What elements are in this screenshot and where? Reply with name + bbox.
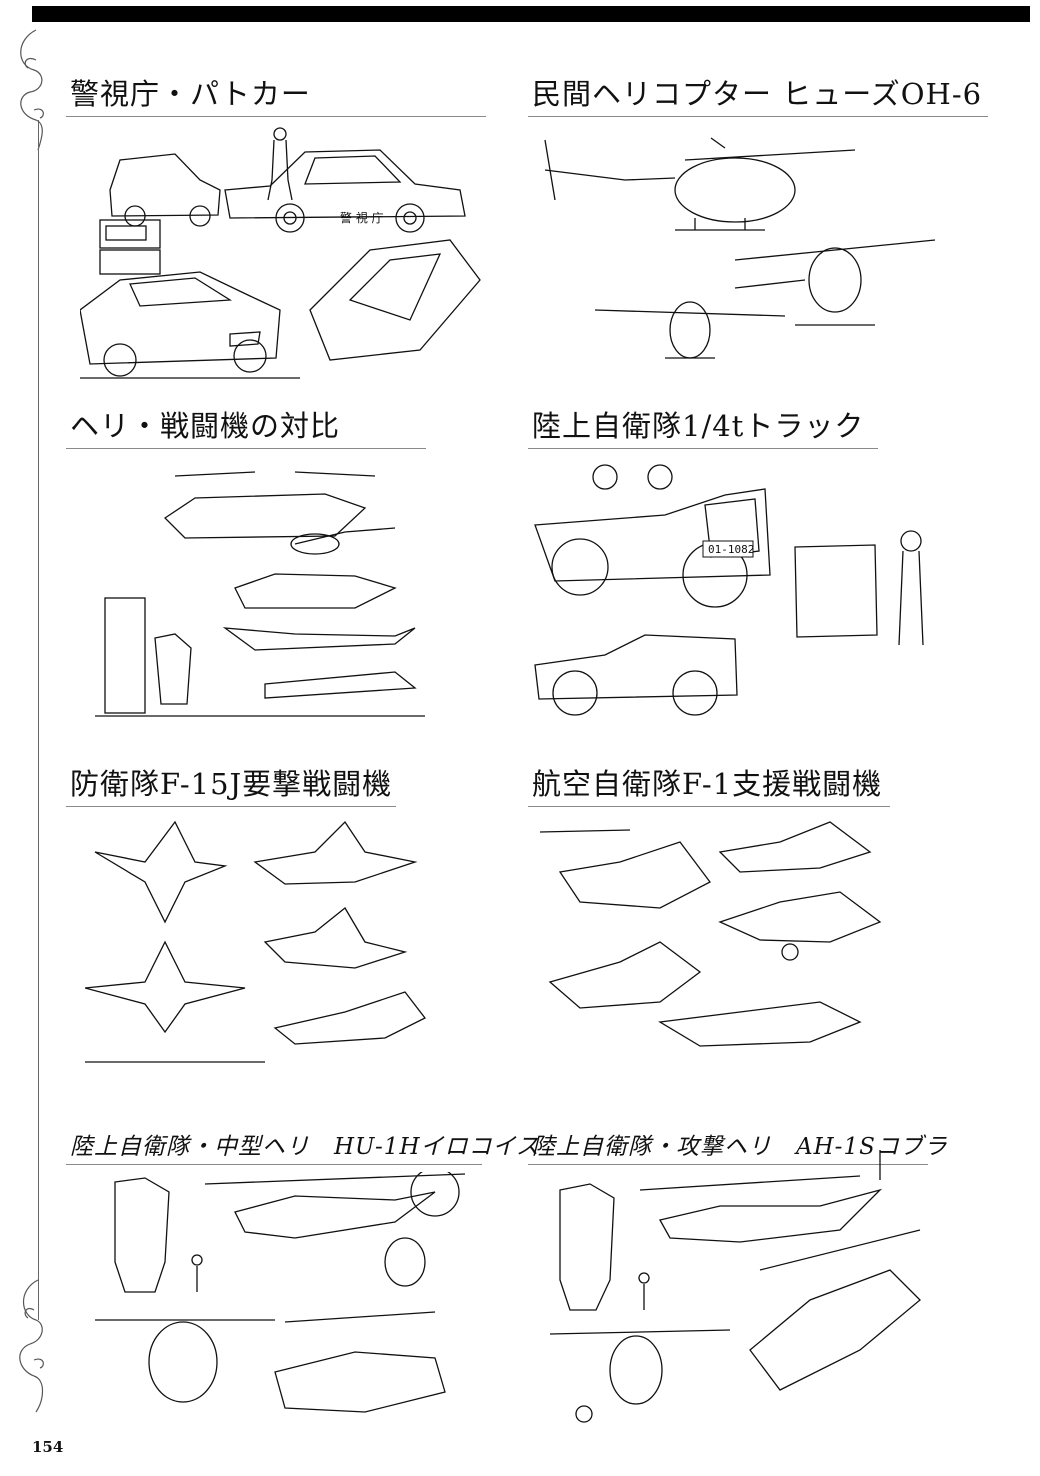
f15j-illustration bbox=[85, 812, 465, 1070]
f1-illustration bbox=[540, 812, 960, 1070]
top-black-bar bbox=[32, 6, 1030, 22]
vine-border-ornament bbox=[19, 29, 44, 1413]
title-underline bbox=[528, 806, 890, 807]
section-title-hu1h: 陸上自衛隊・中型ヘリ HU-1Hイロコイス bbox=[70, 1134, 540, 1160]
patrol-car-illustration: 警 視 庁 bbox=[80, 120, 490, 390]
section-title-quarter-ton-truck: 陸上自衛隊1/4tトラック bbox=[532, 409, 865, 443]
title-underline bbox=[528, 1164, 928, 1165]
border-line bbox=[38, 120, 39, 1320]
quarter-ton-truck-illustration: 01-1082 bbox=[525, 455, 965, 720]
title-underline bbox=[66, 448, 426, 449]
title-underline bbox=[66, 116, 486, 117]
section-title-ah1s: 陸上自衛隊・攻撃ヘリ AH-1Sコブラ bbox=[532, 1134, 948, 1160]
heli-fighter-comparison-illustration bbox=[95, 458, 425, 720]
section-title-patrol-car: 警視庁・パトカー bbox=[70, 77, 311, 111]
title-underline bbox=[66, 1164, 482, 1165]
hu1h-illustration bbox=[95, 1172, 475, 1432]
page-number: 154 bbox=[32, 1438, 64, 1456]
oh6-illustration bbox=[535, 120, 965, 365]
ah1s-illustration bbox=[540, 1150, 960, 1436]
jeep-plate-text: 01-1082 bbox=[708, 543, 754, 556]
title-underline bbox=[528, 448, 878, 449]
section-title-f1: 航空自衛隊F-1支援戦闘機 bbox=[532, 767, 883, 801]
car-door-label: 警 視 庁 bbox=[340, 210, 384, 225]
section-title-f15j: 防衛隊F-15J要撃戦闘機 bbox=[70, 767, 393, 801]
title-underline bbox=[528, 116, 988, 117]
section-title-heli-fighter-comparison: ヘリ・戦闘機の対比 bbox=[70, 409, 341, 443]
title-underline bbox=[66, 806, 396, 807]
section-title-oh6: 民間ヘリコプター ヒューズOH-6 bbox=[532, 77, 983, 111]
